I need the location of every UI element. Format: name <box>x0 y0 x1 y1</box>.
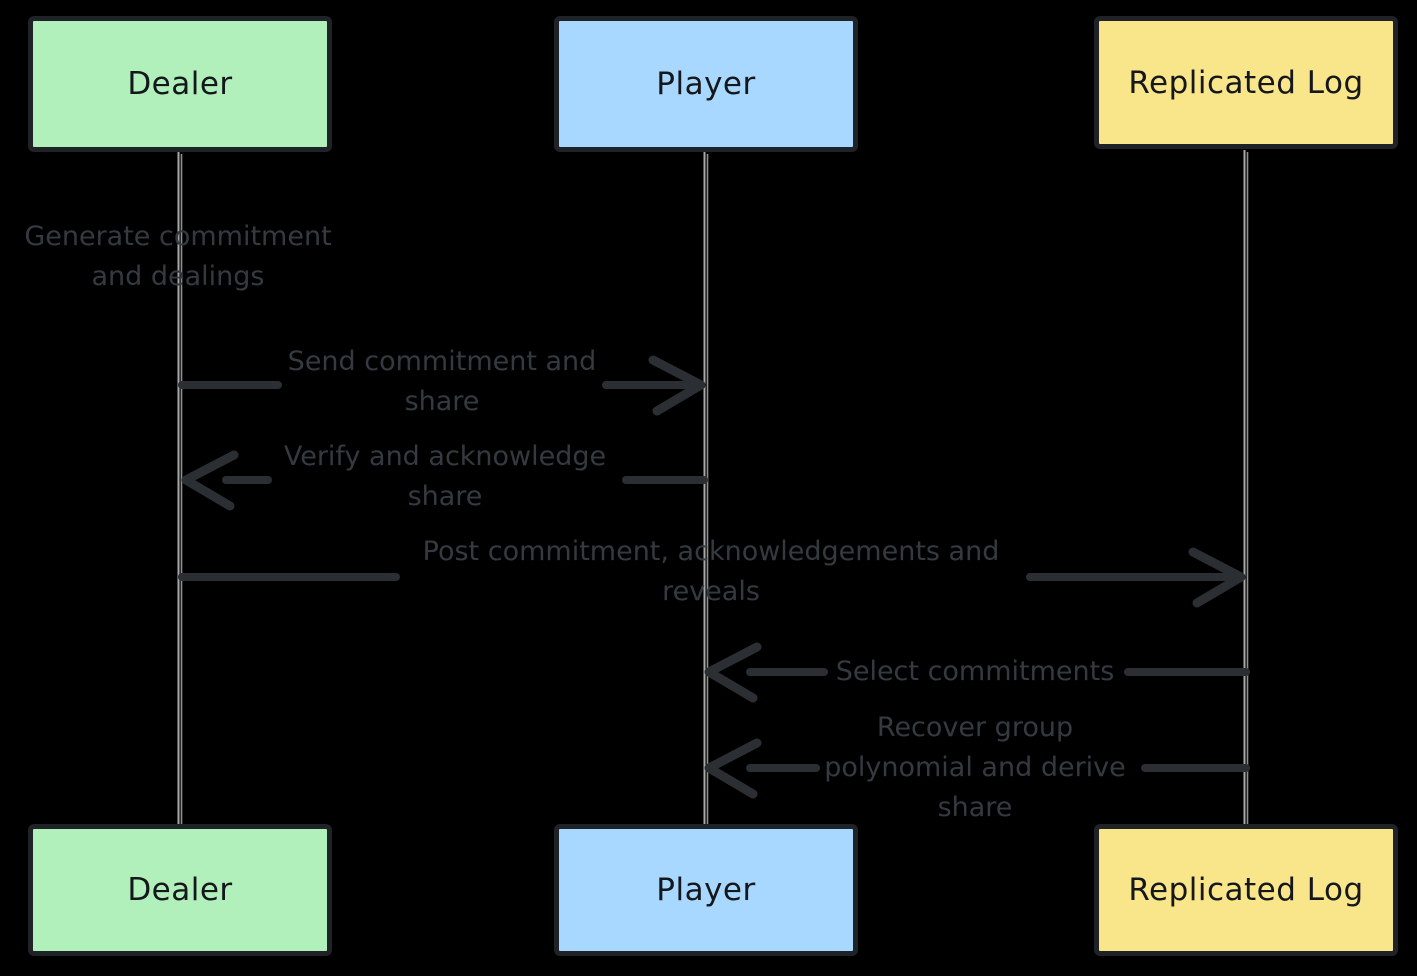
actor-dealer-label: Dealer <box>127 872 233 908</box>
message-send-commitment-and-share: Send commitment and share <box>288 342 597 422</box>
message-line: reveals <box>662 576 760 607</box>
arrowhead-left-icon <box>704 738 762 799</box>
message-generate-commitment-and-dealings: Generate commitment and dealings <box>24 217 331 297</box>
arrowhead-right-icon <box>648 355 706 416</box>
arrow-recover-group-polynomial <box>704 738 1250 799</box>
message-line: share <box>937 792 1013 823</box>
lifeline-replicated-log <box>1243 150 1249 826</box>
message-line: polynomial and derive <box>824 752 1126 783</box>
message-select-commitments: Select commitments <box>836 652 1115 692</box>
message-verify-and-acknowledge-share: Verify and acknowledge share <box>284 437 606 517</box>
message-line: share <box>404 386 480 417</box>
actor-dealer-top: Dealer <box>28 16 332 152</box>
message-recover-group-polynomial-derive-share: Recover group polynomial and derive shar… <box>824 708 1126 828</box>
actor-player-top: Player <box>554 16 858 152</box>
actor-player-label: Player <box>656 66 756 102</box>
arrow-select-commitments <box>704 642 1250 703</box>
actor-replicated-log-label: Replicated Log <box>1128 64 1364 101</box>
lifeline-player <box>703 152 709 826</box>
message-line: Recover group <box>876 712 1074 743</box>
actor-replicated-log-top: Replicated Log <box>1094 16 1398 149</box>
actor-player-bottom: Player <box>554 824 858 956</box>
message-line: Generate commitment <box>24 221 332 252</box>
message-line: share <box>407 481 483 512</box>
actor-dealer-bottom: Dealer <box>28 824 332 956</box>
message-line: Verify and acknowledge <box>283 441 607 472</box>
actor-dealer-label: Dealer <box>127 66 233 102</box>
arrowhead-left-icon <box>704 642 762 703</box>
message-line: and dealings <box>91 261 265 292</box>
message-line: Post commitment, acknowledgements and <box>422 536 1000 567</box>
lifeline-dealer <box>177 152 183 826</box>
actor-player-label: Player <box>656 872 756 908</box>
arrowhead-right-icon <box>1188 547 1246 608</box>
arrowhead-left-icon <box>181 450 239 511</box>
arrow-verify-and-acknowledge-share <box>181 450 708 511</box>
message-line: Select commitments <box>835 656 1115 687</box>
message-post-commitment-acknowledgements-reveals: Post commitment, acknowledgements and re… <box>423 532 1000 612</box>
actor-replicated-log-label: Replicated Log <box>1128 872 1364 908</box>
arrow-send-commitment-and-share <box>178 355 706 416</box>
message-line: Send commitment and <box>287 346 597 377</box>
arrow-post-commitment-acknowledgements-reveals <box>178 547 1246 608</box>
actor-replicated-log-bottom: Replicated Log <box>1094 824 1398 956</box>
